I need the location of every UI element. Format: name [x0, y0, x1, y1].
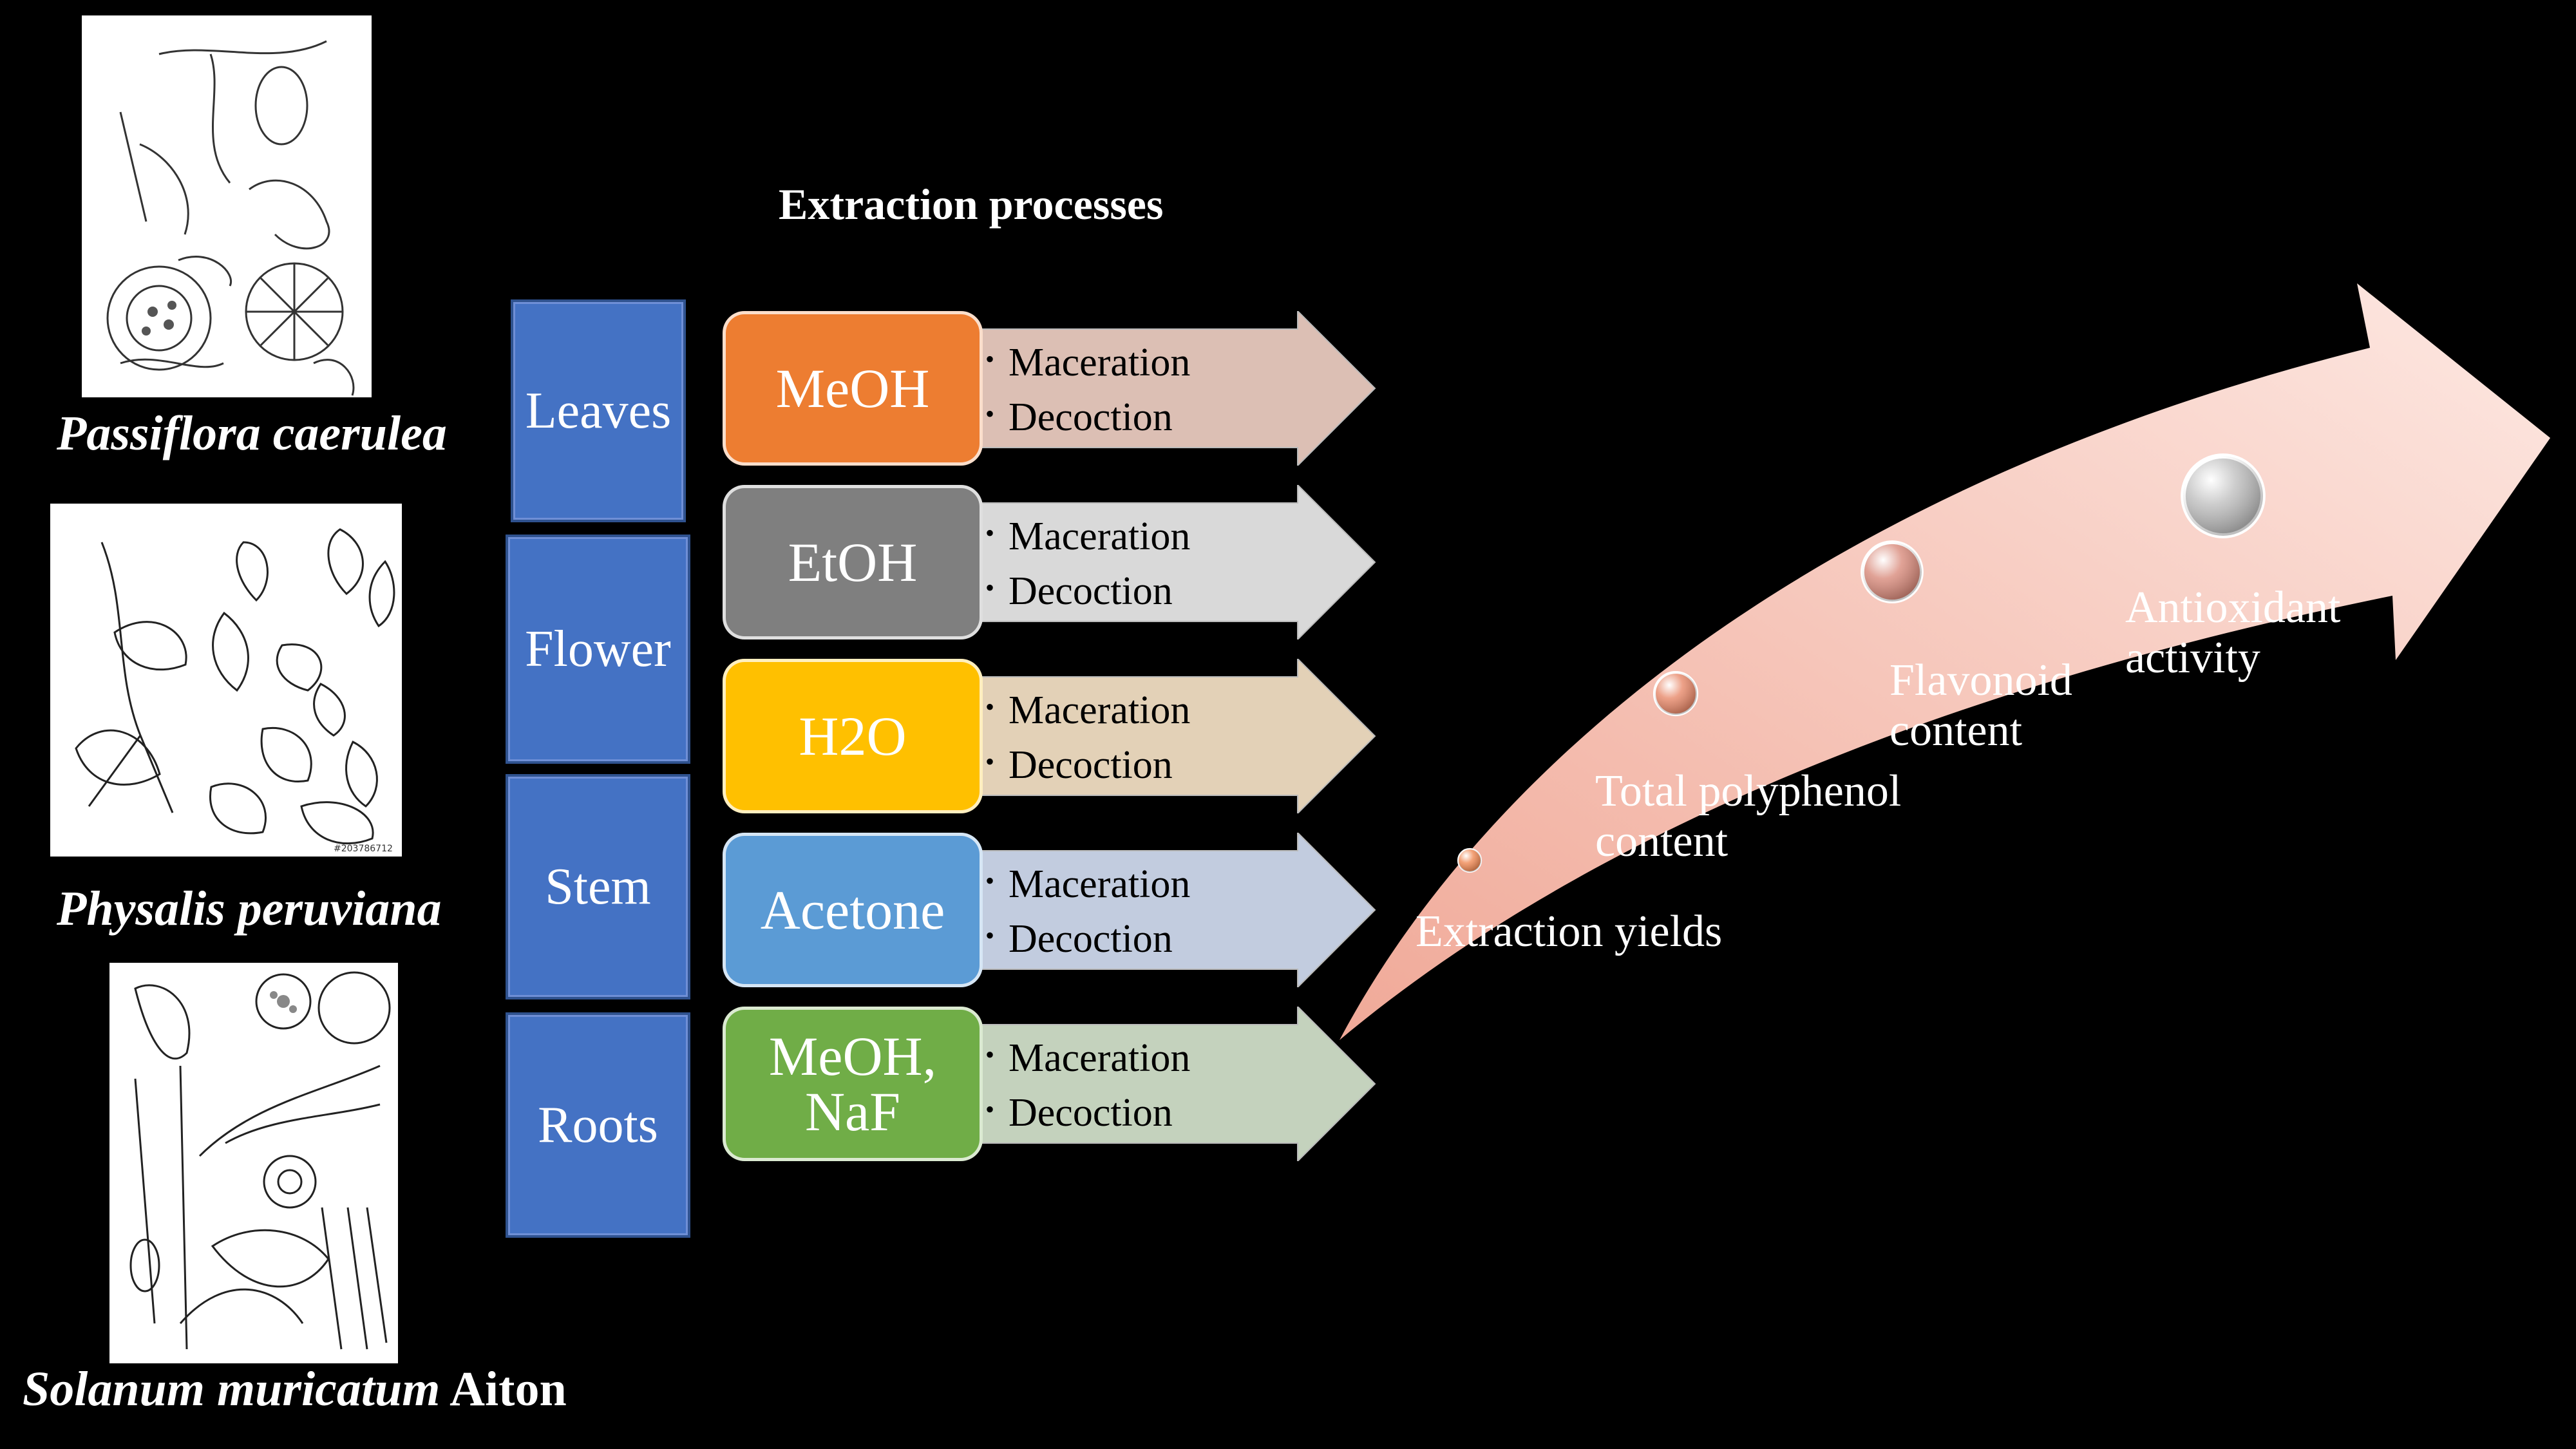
method-label: Maceration: [1009, 862, 1191, 906]
outcome-marker-shine: [1458, 849, 1481, 872]
part-leaves: Leaves: [511, 299, 686, 522]
method-arrow: [966, 833, 1378, 987]
method-arrow-shape: [966, 485, 1376, 639]
part-roots: Roots: [506, 1012, 690, 1238]
plant-name-italic: Physalis peruviana: [57, 882, 442, 936]
method-list: •Maceration •Decoction: [985, 334, 1190, 443]
solvent-box: MeOH: [723, 311, 983, 466]
method-item: •Decoction: [985, 569, 1173, 613]
method-label: Decoction: [1009, 395, 1173, 439]
part-stem: Stem: [506, 774, 690, 999]
method-arrow-shape: [966, 311, 1376, 466]
solvent-box: Acetone: [723, 833, 983, 987]
method-arrow: [966, 1007, 1378, 1161]
stock-image-id: #203786712: [334, 844, 393, 854]
method-arrow: [966, 485, 1378, 639]
method-list: •Maceration •Decoction: [985, 681, 1190, 791]
method-label: Maceration: [1009, 341, 1191, 384]
plant-name-physalis: Physalis peruviana: [57, 881, 442, 937]
method-arrow: [966, 659, 1378, 813]
method-arrow-shape: [966, 833, 1376, 987]
method-label: Decoction: [1009, 743, 1173, 787]
outcome-label: Total polyphenol content: [1595, 766, 1902, 866]
method-list: •Maceration •Decoction: [985, 1029, 1190, 1139]
method-list: •Maceration •Decoction: [985, 507, 1190, 617]
extraction-processes-title: Extraction processes: [779, 180, 1164, 229]
method-item: •Decoction: [985, 917, 1173, 961]
plant-name-italic: Passiflora caerulea: [57, 406, 447, 460]
solvent-box: EtOH: [723, 485, 983, 639]
method-label: Decoction: [1009, 917, 1173, 961]
outcome-marker-shine: [2183, 456, 2263, 536]
method-label: Maceration: [1009, 515, 1191, 558]
plant-name-passiflora: Passiflora caerulea: [57, 406, 447, 462]
method-item: •Maceration: [985, 515, 1191, 558]
outcome-label: Flavonoid content: [1889, 656, 2072, 755]
method-label: Decoction: [1009, 1091, 1173, 1135]
method-arrow-shape: [966, 1007, 1376, 1161]
plant-name-plain: Aiton: [440, 1362, 567, 1416]
method-item: •Maceration: [985, 341, 1191, 384]
part-flower: Flower: [506, 535, 690, 764]
method-label: Maceration: [1009, 1036, 1191, 1080]
solvent-box: MeOH, NaF: [723, 1007, 983, 1161]
outcome-label: Antioxidant activity: [2125, 583, 2341, 683]
outcome-marker-shine: [1654, 672, 1697, 715]
plant-name-solanum: Solanum muricatum Aiton: [23, 1361, 567, 1417]
outcome-marker-shine: [1862, 542, 1922, 601]
solanum-illustration: [109, 963, 398, 1363]
method-item: •Maceration: [985, 862, 1191, 906]
passiflora-illustration: [82, 15, 372, 397]
method-label: Decoction: [1009, 569, 1173, 613]
method-arrow: [966, 311, 1378, 466]
method-arrow-shape: [966, 659, 1376, 813]
plant-name-italic: Solanum muricatum: [23, 1362, 440, 1416]
method-item: •Decoction: [985, 743, 1173, 787]
method-label: Maceration: [1009, 688, 1191, 732]
solvent-box: H2O: [723, 659, 983, 813]
outcome-label: Extraction yields: [1416, 907, 1723, 956]
method-list: •Maceration •Decoction: [985, 855, 1190, 965]
method-item: •Decoction: [985, 1091, 1173, 1135]
method-item: •Decoction: [985, 395, 1173, 439]
method-item: •Maceration: [985, 1036, 1191, 1080]
physalis-illustration: #203786712: [50, 504, 402, 857]
method-item: •Maceration: [985, 688, 1191, 732]
